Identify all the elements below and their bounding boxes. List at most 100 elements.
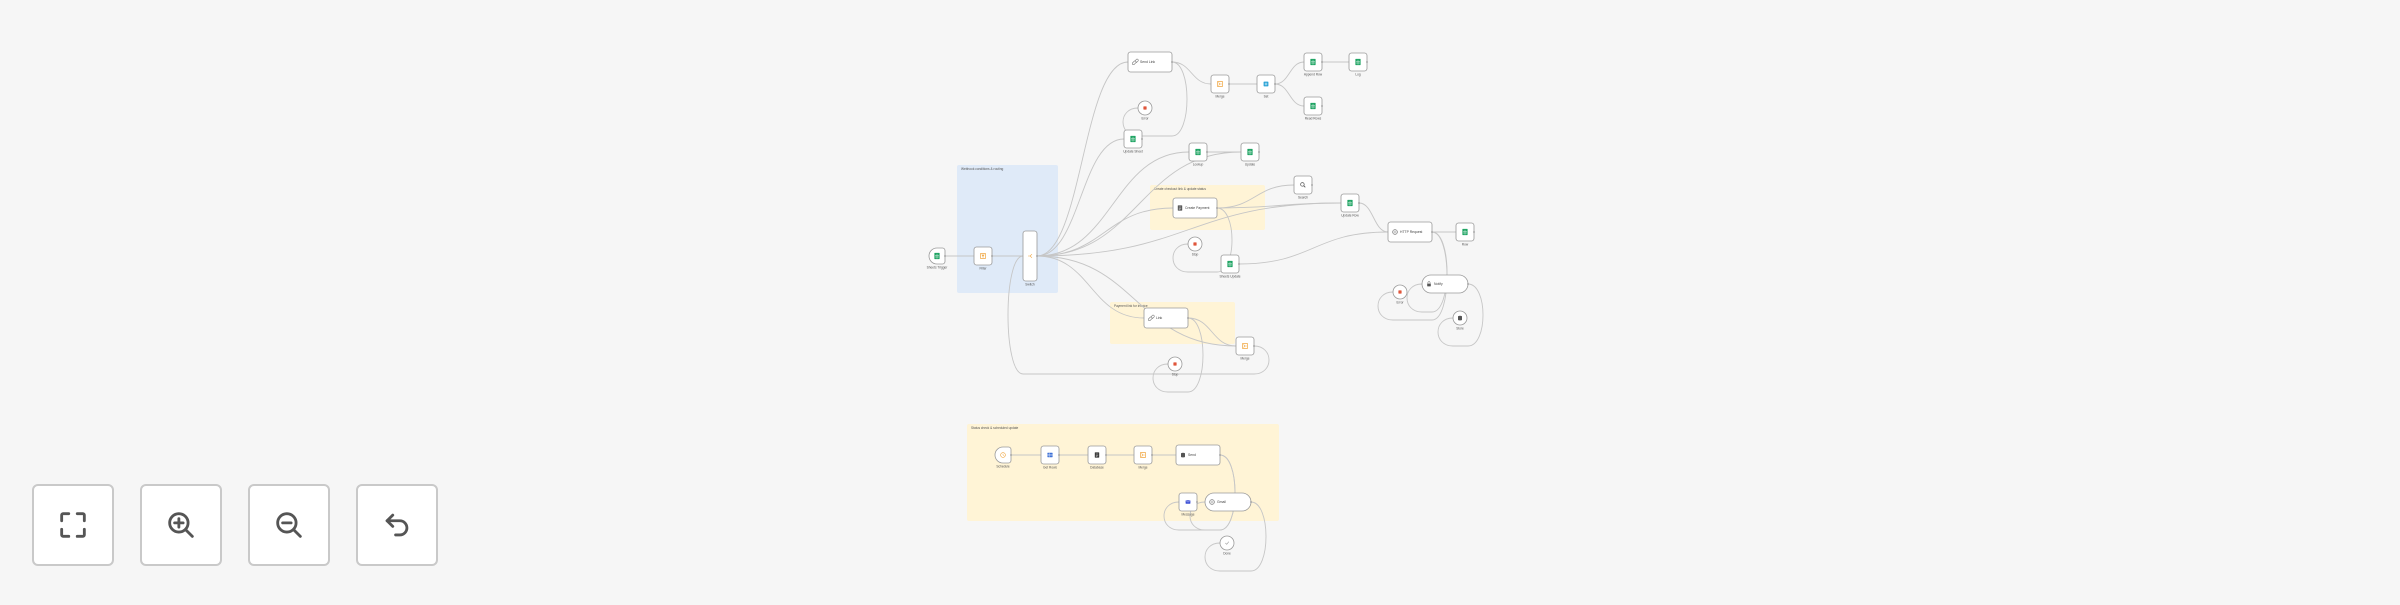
node-n9[interactable]: Append Row <box>1303 52 1323 77</box>
node-n14[interactable]: Create Payment <box>1172 197 1218 219</box>
node-n17[interactable]: Update Row <box>1340 193 1360 218</box>
connection-6[interactable] <box>1036 151 1190 257</box>
node-label: Sheets Update <box>1219 275 1240 279</box>
node-n4[interactable]: Send Link <box>1127 51 1173 73</box>
node-n1[interactable]: Sheets Trigger <box>927 247 949 270</box>
node-label: Update Row <box>1341 214 1359 218</box>
node-n34[interactable]: Done <box>1219 535 1235 556</box>
node-label: Read Rows <box>1305 117 1322 121</box>
node-n26[interactable]: Stop <box>1167 356 1183 377</box>
node-n33[interactable]: Gmail <box>1204 492 1252 512</box>
connection-25[interactable] <box>1437 283 1484 347</box>
node-label: Stop <box>1172 373 1179 377</box>
connection-19[interactable] <box>1216 202 1342 209</box>
canvas-controls <box>32 484 438 566</box>
node-title: Gmail <box>1217 500 1226 504</box>
connection-13[interactable] <box>1274 61 1305 85</box>
node-title: Notify <box>1434 282 1443 286</box>
node-label: Merge <box>1138 466 1147 470</box>
node-label: Lookup <box>1193 163 1204 167</box>
node-title: Create Payment <box>1185 206 1210 210</box>
connection-17[interactable] <box>1172 207 1233 273</box>
connection-18[interactable] <box>1216 184 1295 209</box>
node-title: Link <box>1156 316 1163 320</box>
node-n18[interactable]: Sheets Update <box>1219 254 1241 279</box>
node-label: Merge <box>1215 95 1224 99</box>
node-label: Filter <box>979 267 987 271</box>
node-n23[interactable]: Store <box>1452 310 1468 331</box>
node-n31[interactable]: Send <box>1175 444 1221 466</box>
sticky-note-label: Status check & scheduled update <box>971 426 1019 430</box>
node-label: Set <box>1264 95 1269 99</box>
node-n12[interactable]: Lookup <box>1188 142 1208 167</box>
node-label: Search <box>1298 196 1308 200</box>
node-n22[interactable]: Notify <box>1421 274 1469 294</box>
zoom-in-icon <box>168 512 194 538</box>
node-n5[interactable]: Error <box>1137 100 1153 121</box>
node-label: Get Rows <box>1043 466 1057 470</box>
node-label: Log <box>1355 73 1361 77</box>
zoom-in-button[interactable] <box>140 484 222 566</box>
node-n15[interactable]: Stop <box>1187 236 1203 257</box>
connection-11[interactable] <box>1171 61 1212 85</box>
node-n7[interactable]: Merge <box>1210 74 1230 99</box>
node-label: Update <box>1245 163 1256 167</box>
connection-7[interactable] <box>1036 255 1145 319</box>
node-n24[interactable]: Link <box>1143 307 1189 329</box>
node-label: Stop <box>1192 253 1199 257</box>
node-n6[interactable]: Update Sheet <box>1123 129 1143 154</box>
node-label: Error <box>1396 301 1404 305</box>
connection-24[interactable] <box>1406 231 1448 313</box>
sticky-note-label: Webhook conditions & routing <box>961 167 1004 171</box>
sticky-note-label: Create checkout link & update status <box>1154 187 1206 191</box>
node-label: Database <box>1090 466 1104 470</box>
node-n29[interactable]: Database <box>1087 445 1107 470</box>
fit-view-button[interactable] <box>32 484 114 566</box>
zoom-out-button[interactable] <box>248 484 330 566</box>
connection-20[interactable] <box>1358 202 1389 233</box>
node-title: Send Link <box>1140 60 1155 64</box>
node-n27[interactable]: Schedule <box>994 446 1012 469</box>
node-label: Row <box>1462 243 1469 247</box>
node-n8[interactable]: Set <box>1256 74 1276 99</box>
connection-5[interactable] <box>1036 202 1342 257</box>
node-label: Append Row <box>1304 73 1323 77</box>
node-n28[interactable]: Get Rows <box>1040 445 1060 470</box>
node-label: Switch <box>1025 283 1035 287</box>
node-n20[interactable]: Row <box>1455 222 1475 247</box>
node-label: Done <box>1223 552 1231 556</box>
node-n19[interactable]: HTTP Request <box>1387 221 1433 243</box>
sticky-note-g1[interactable]: Webhook conditions & routing <box>957 165 1058 293</box>
node-label: Update Sheet <box>1123 150 1143 154</box>
node-n16[interactable]: Search <box>1293 175 1313 200</box>
connection-14[interactable] <box>1274 83 1305 107</box>
node-n30[interactable]: Merge <box>1133 445 1153 470</box>
connection-35[interactable] <box>1204 501 1267 572</box>
connection-26[interactable] <box>1187 317 1237 347</box>
node-title: Send <box>1188 453 1196 457</box>
connection-23[interactable] <box>1377 231 1448 321</box>
connection-2[interactable] <box>1036 61 1129 257</box>
connection-3[interactable] <box>1036 138 1125 257</box>
node-n25[interactable]: Merge <box>1235 336 1255 361</box>
connection-21[interactable] <box>1238 231 1389 265</box>
node-label: Sheets Trigger <box>927 266 949 270</box>
node-n2[interactable]: Filter <box>973 246 993 271</box>
node-label: Store <box>1456 327 1464 331</box>
node-n13[interactable]: Update <box>1240 142 1260 167</box>
node-n11[interactable]: Read Rows <box>1303 96 1323 121</box>
sticky-note-label: Payment link for invoice <box>1114 304 1148 308</box>
node-n3[interactable]: Switch <box>1022 230 1038 287</box>
node-label: Merge <box>1240 357 1249 361</box>
connection-27[interactable] <box>1152 317 1204 393</box>
fit-view-icon <box>60 512 86 538</box>
node-label: Error <box>1141 117 1149 121</box>
node-n21[interactable]: Error <box>1392 284 1408 305</box>
node-n32[interactable]: Message <box>1178 492 1198 517</box>
node-n10[interactable]: Log <box>1348 52 1368 77</box>
node-label: Message <box>1182 513 1195 517</box>
undo-button[interactable] <box>356 484 438 566</box>
connection-10[interactable] <box>1122 61 1188 137</box>
